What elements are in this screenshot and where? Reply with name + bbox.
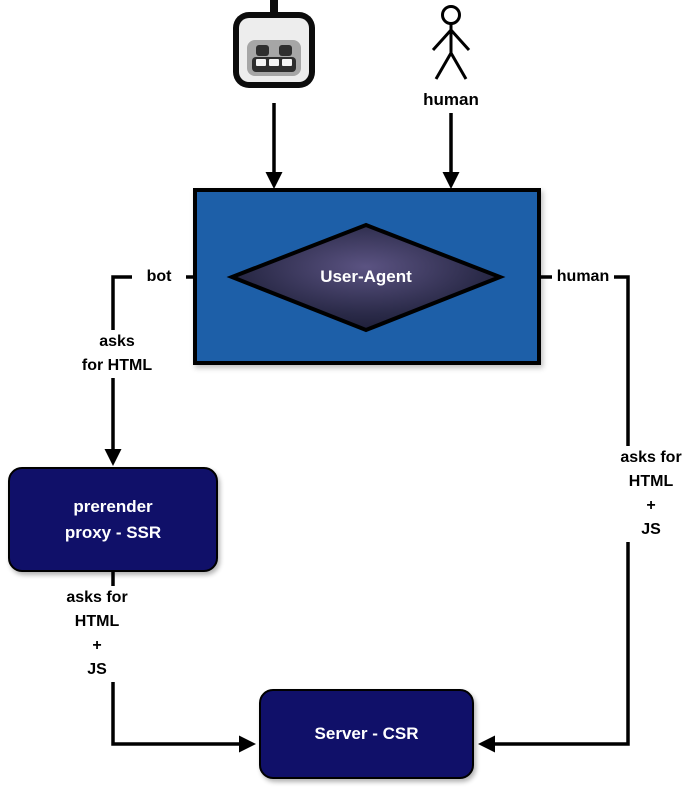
robot-eye-icon <box>256 45 269 56</box>
edge-label-line: asks for <box>66 589 128 606</box>
robot-tooth <box>269 59 279 66</box>
person-icon <box>431 5 471 80</box>
human-actor-label: human <box>423 90 479 109</box>
robot-tooth <box>256 59 266 66</box>
edge-label-line: JS <box>87 661 107 678</box>
person-leg-left <box>434 52 453 80</box>
robot-antenna-icon <box>270 0 278 14</box>
branch-label-human: human <box>552 265 614 289</box>
robot-tooth <box>282 59 292 66</box>
node-label-line: proxy - SSR <box>64 522 162 542</box>
robot-mouth <box>252 57 296 72</box>
edge-label-line: + <box>92 637 102 654</box>
person-arm-left <box>431 28 453 52</box>
person-arm-right <box>449 28 471 52</box>
edge-label-line: HTML <box>628 473 674 490</box>
node-label-line: prerender <box>73 496 153 516</box>
edge-label-line: + <box>646 497 656 514</box>
decision-label: User-Agent <box>320 267 412 286</box>
arrowhead-human <box>442 172 460 189</box>
robot-icon <box>233 12 315 88</box>
branch-label-bot: bot <box>132 265 186 289</box>
person-head <box>441 5 461 25</box>
edge-label-line: asks <box>99 333 135 350</box>
arrowhead-prerender <box>104 449 122 466</box>
robot-eye-icon <box>279 45 292 56</box>
arrowhead-server-left <box>239 735 256 753</box>
edge-label-human-to-server: asks for HTML + JS <box>607 446 695 542</box>
edge-label-bot-to-prerender: asks for HTML <box>68 330 166 378</box>
edge-label-line: asks for <box>620 449 682 466</box>
edge-label-line: JS <box>641 521 661 538</box>
node-server-csr: Server - CSR <box>259 689 474 779</box>
arrowhead-robot <box>265 172 283 189</box>
person-leg-right <box>449 52 468 80</box>
robot-face <box>247 40 301 76</box>
edge-label-line: for HTML <box>81 357 153 374</box>
robot-head <box>239 18 309 82</box>
edge-label-prerender-to-server: asks for HTML + JS <box>56 586 138 682</box>
node-prerender-proxy-ssr: prerender proxy - SSR <box>8 467 218 572</box>
arrowhead-server-right <box>478 735 495 753</box>
node-label: Server - CSR <box>314 724 419 743</box>
edge-label-line: HTML <box>74 613 120 630</box>
